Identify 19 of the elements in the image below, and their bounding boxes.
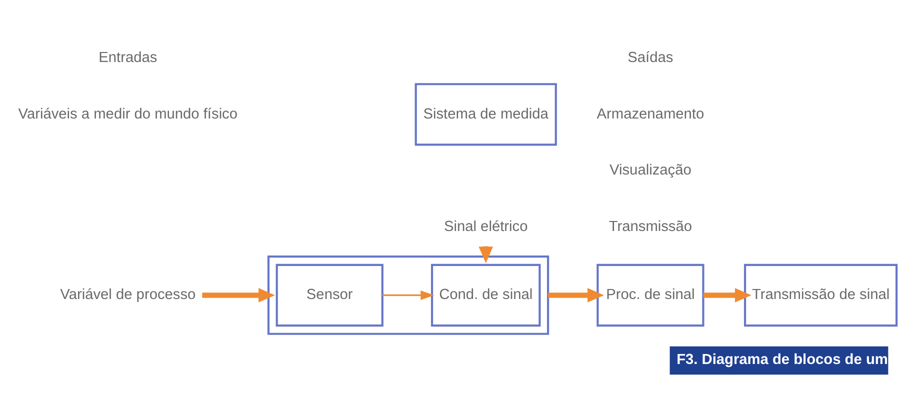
- arrow: [548, 288, 604, 302]
- node-box: Transmissão de sinal: [744, 263, 898, 326]
- node-text: Sinal elétrico: [444, 218, 528, 235]
- node-box: Proc. de sinal: [596, 263, 704, 326]
- node-box: Sensor: [276, 263, 384, 326]
- label: Transmissão: [608, 218, 692, 235]
- arrow: [703, 288, 752, 302]
- node-text: Variável de processo: [60, 286, 196, 303]
- label: Armazenamento: [596, 106, 704, 122]
- cluster: [267, 255, 550, 334]
- node-box: Sistema de medida: [414, 82, 557, 146]
- node-box: Cond. de sinal: [430, 263, 541, 326]
- arrow: [202, 288, 275, 302]
- caption: F3. Diagrama de blocos de um: [676, 351, 888, 368]
- label: Visualização: [610, 162, 692, 178]
- label: Variáveis a medir do mundo físico: [18, 106, 238, 122]
- arrow: [382, 290, 434, 300]
- label: Entradas: [98, 49, 158, 66]
- label: Saídas: [628, 49, 674, 66]
